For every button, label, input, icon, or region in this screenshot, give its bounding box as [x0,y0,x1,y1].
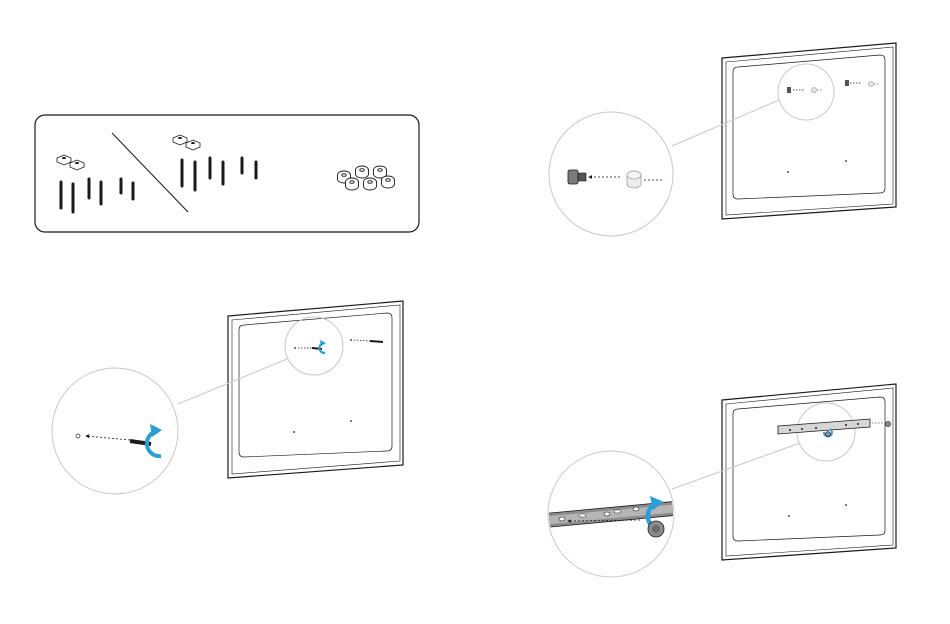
tv-back-panel [722,384,896,560]
bolt-set-long-icon [182,158,256,190]
detail-source-circle [778,64,834,120]
nut-icon [173,135,200,150]
nut-icon [57,155,84,170]
bolt-set-short-icon [61,179,133,212]
step-screw-in-bolt [52,301,403,494]
spacer-set-icon [338,166,395,190]
tv-back-panel [228,301,403,478]
step-insert-spacer [549,43,896,236]
parts-divider [112,133,188,212]
step-attach-rail [540,384,896,577]
parts-overview-panel [35,115,419,232]
